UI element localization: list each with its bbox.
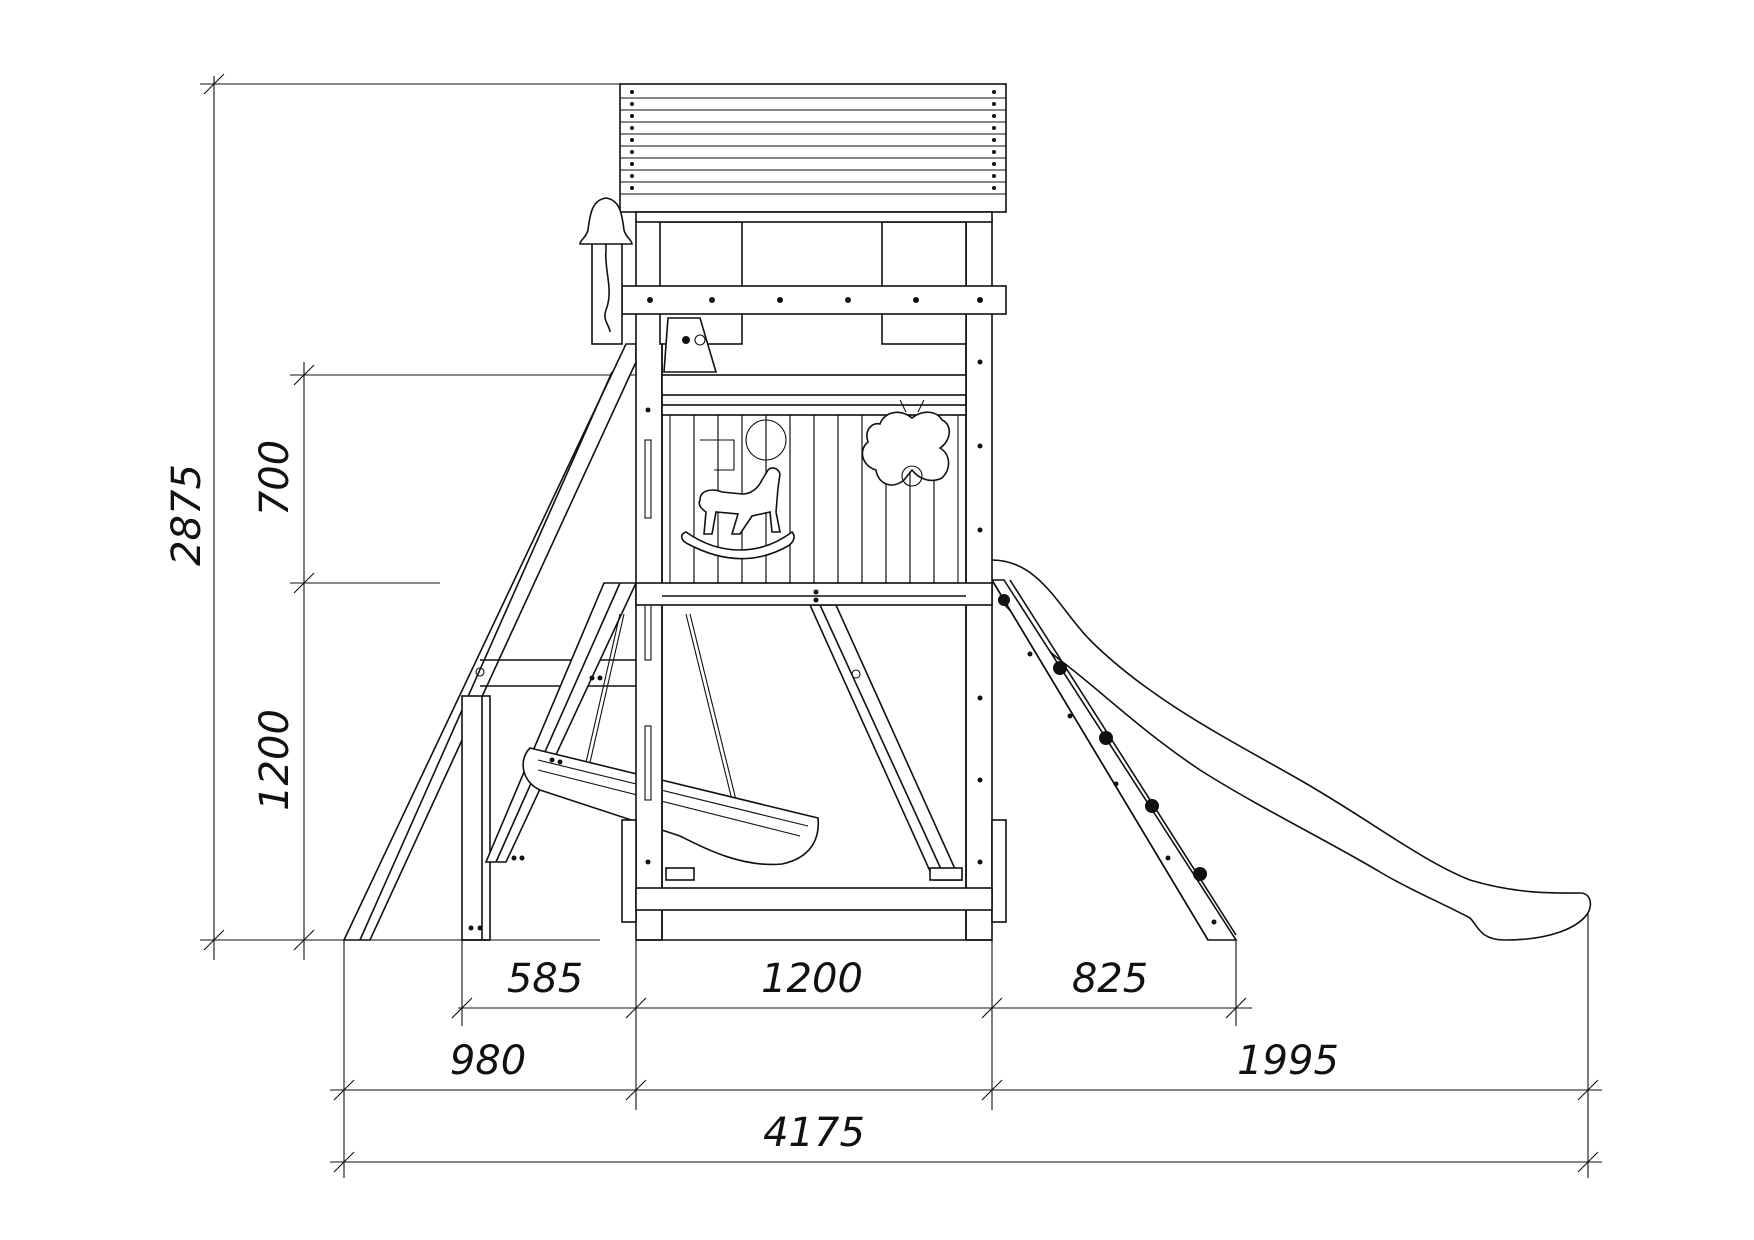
dim-total-height: 2875 xyxy=(164,464,210,566)
roof xyxy=(619,83,1007,223)
dimension-lines xyxy=(200,73,1602,1178)
dim-platform-height: 1200 xyxy=(252,709,298,811)
slide xyxy=(991,559,1592,941)
bell-icon xyxy=(579,197,633,345)
dim-platform-width: 1200 xyxy=(761,956,863,1002)
climbing-hold xyxy=(1053,661,1067,675)
dim-left-extent: 980 xyxy=(450,1038,526,1084)
dimension-labels: 2875 700 1200 585 1200 825 980 1995 4175 xyxy=(164,440,1339,1156)
dim-climber-width: 825 xyxy=(1072,956,1148,1002)
climbing-hold xyxy=(1099,731,1113,745)
dim-right-extent: 1995 xyxy=(1237,1038,1339,1084)
upper-frame xyxy=(621,221,1007,373)
climbing-hold xyxy=(1193,867,1207,881)
dim-total-width: 4175 xyxy=(763,1110,865,1156)
dim-rail-height: 700 xyxy=(252,440,298,516)
rocking-horse-icon xyxy=(680,467,795,560)
climbing-hold xyxy=(998,594,1010,606)
swing-a-frame xyxy=(342,343,638,941)
platform-brace xyxy=(808,604,962,881)
butterfly-icon xyxy=(861,399,951,487)
platform xyxy=(635,582,993,606)
climbing-hold xyxy=(1145,799,1159,813)
dim-swing-to-post: 585 xyxy=(507,956,583,1002)
climbing-wall xyxy=(990,579,1238,941)
swing xyxy=(522,613,820,866)
railing xyxy=(661,374,967,584)
